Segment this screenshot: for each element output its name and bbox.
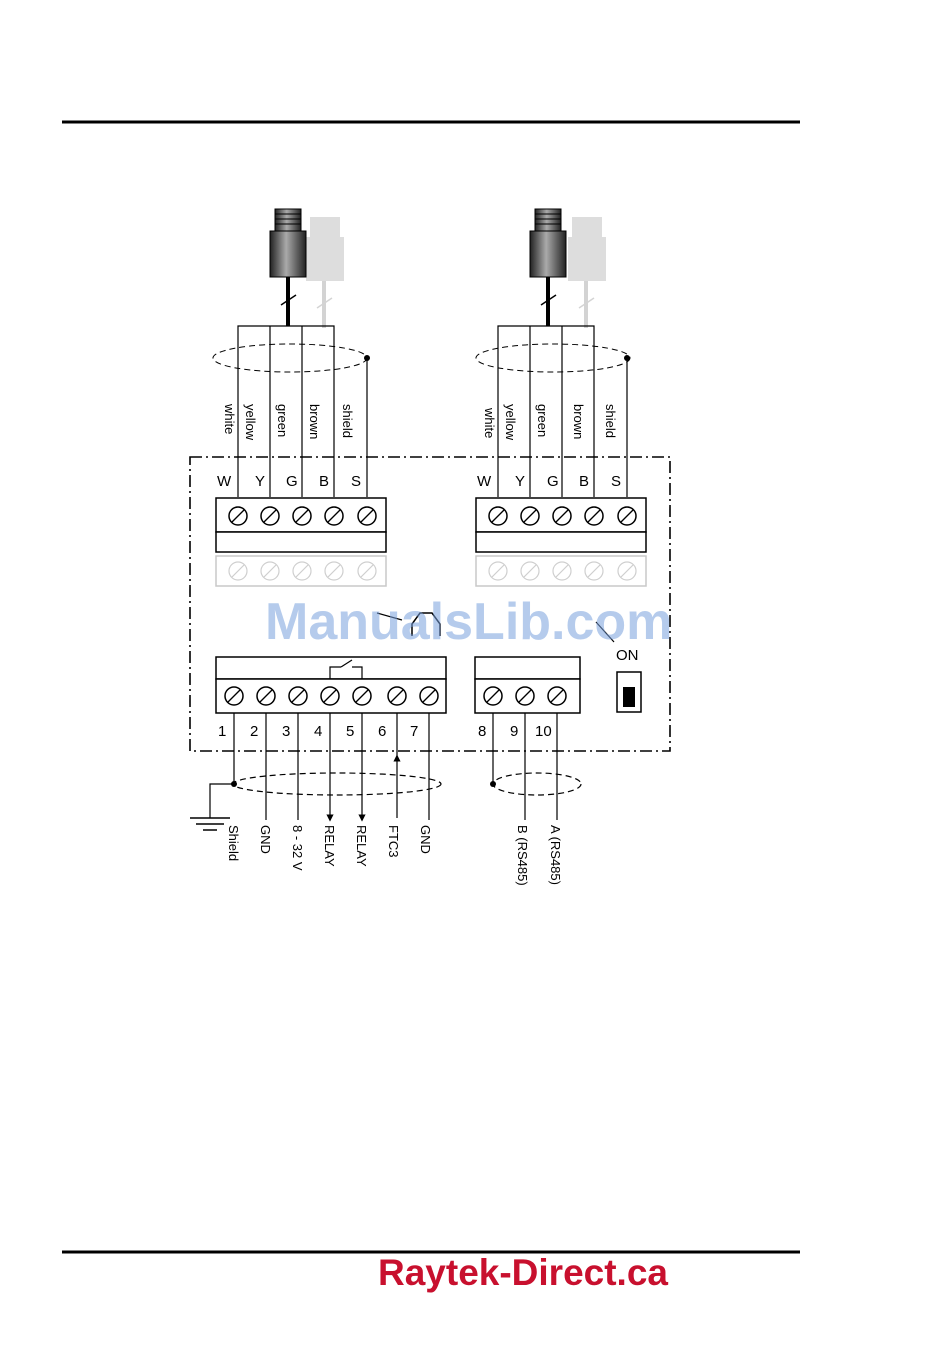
left-sensor-connector-ghost xyxy=(306,217,344,328)
right-sensor-terminal-block xyxy=(476,498,646,586)
terminal-number: 6 xyxy=(378,723,386,740)
terminal-number: 1 xyxy=(218,723,226,740)
terminal-number: 5 xyxy=(346,723,354,740)
signal-label-gnd: GND xyxy=(258,825,273,854)
right-sensor: white yellow green brown shield W Y G B … xyxy=(476,209,630,497)
signal-labels: Shield GND 8 - 32 V RELAY RELAY FTC3 GND… xyxy=(226,825,563,886)
right-sensor-connector xyxy=(530,209,566,326)
signal-label-relay: RELAY xyxy=(354,825,369,867)
wire-label-yellow: yellow xyxy=(243,404,258,441)
footer-brand: Raytek-Direct.ca xyxy=(0,1252,950,1294)
wire-label-shield: shield xyxy=(603,404,618,438)
terminal-label-g: G xyxy=(547,473,559,490)
terminal-label-w: W xyxy=(217,473,232,490)
terminal-number: 3 xyxy=(282,723,290,740)
right-cable-shield xyxy=(476,344,630,372)
wire-label-white: white xyxy=(222,403,237,434)
wire-label-brown: brown xyxy=(571,404,586,439)
signal-label-shield: Shield xyxy=(226,825,241,861)
wire-label-brown: brown xyxy=(307,404,322,439)
terminal-label-b: B xyxy=(579,473,589,490)
signal-label-gnd: GND xyxy=(418,825,433,854)
signal-label-rs485-a: A (RS485) xyxy=(548,825,563,885)
wire-label-shield: shield xyxy=(340,404,355,438)
terminal-number: 2 xyxy=(250,723,258,740)
terminal-label-b: B xyxy=(319,473,329,490)
terminal-number: 4 xyxy=(314,723,322,740)
terminal-label-y: Y xyxy=(515,473,525,490)
terminal-number: 9 xyxy=(510,723,518,740)
signal-label-relay: RELAY xyxy=(322,825,337,867)
main-output-wires xyxy=(210,713,441,820)
dip-switch: ON xyxy=(616,647,641,712)
ground-symbol xyxy=(190,818,230,830)
wire-label-white: white xyxy=(482,407,497,438)
terminal-label-w: W xyxy=(477,473,492,490)
terminal-label-s: S xyxy=(611,473,621,490)
terminal-label-s: S xyxy=(351,473,361,490)
wire-label-green: green xyxy=(535,404,550,437)
terminal-number: 8 xyxy=(478,723,486,740)
watermark: ManualsLib.com xyxy=(265,592,672,652)
main-terminal-block xyxy=(216,657,446,713)
left-sensor-connector xyxy=(270,209,306,326)
terminal-numbers: 1 2 3 4 5 6 7 8 9 10 xyxy=(218,723,552,740)
signal-label-supply: 8 - 32 V xyxy=(290,825,305,871)
left-sensor: white yellow green brown shield W Y G B … xyxy=(213,209,370,497)
terminal-number: 10 xyxy=(535,723,552,740)
wire-label-green: green xyxy=(275,404,290,437)
signal-label-rs485-b: B (RS485) xyxy=(515,825,530,886)
footer-brand-text: Raytek-Direct.ca xyxy=(378,1252,668,1293)
signal-label-ftc3: FTC3 xyxy=(386,825,401,858)
terminal-label-y: Y xyxy=(255,473,265,490)
left-sensor-terminal-block xyxy=(216,498,386,586)
terminal-label-g: G xyxy=(286,473,298,490)
terminal-number: 7 xyxy=(410,723,418,740)
right-sensor-connector-ghost xyxy=(568,217,606,328)
wire-label-yellow: yellow xyxy=(503,404,518,441)
left-cable-shield xyxy=(213,344,367,372)
rs485-terminal-block xyxy=(475,657,580,713)
